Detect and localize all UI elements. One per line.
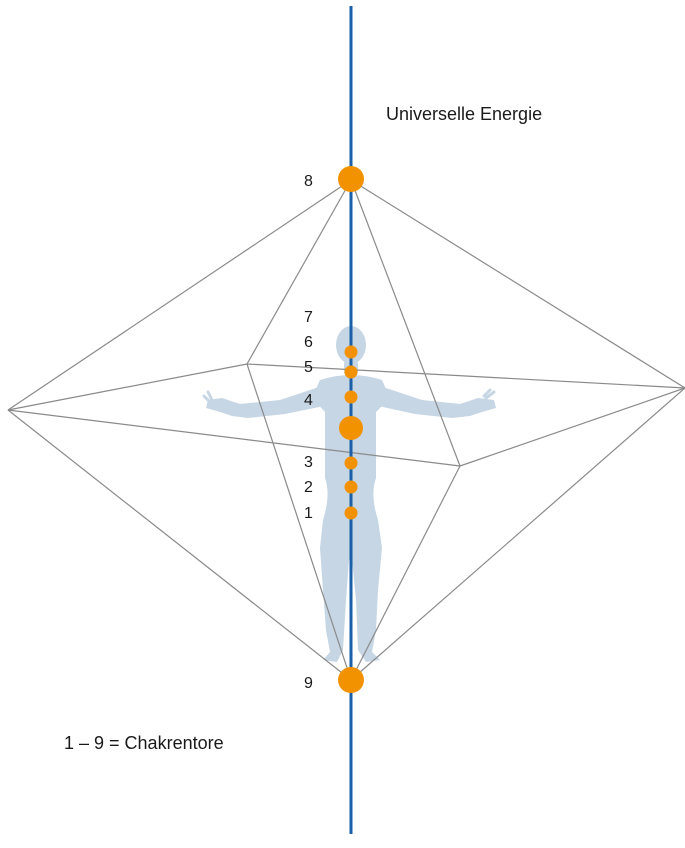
chakra-label-7: 7: [304, 309, 313, 326]
chakra-label-3: 3: [304, 454, 313, 471]
octahedron-edge: [7, 409, 352, 681]
octahedron-edge: [7, 409, 461, 467]
chakra-dot-3: [344, 456, 358, 470]
octahedron-edge: [246, 179, 352, 365]
chakra-label-8: 8: [304, 173, 313, 190]
chakra-label-6: 6: [304, 334, 313, 351]
chakra-dot-7: [344, 345, 358, 359]
octahedron-outline: [7, 179, 685, 681]
octahedron-edge: [350, 179, 685, 389]
chakra-dot-1: [344, 506, 358, 520]
chakra-label-4: 4: [304, 392, 313, 409]
octahedron-edge: [7, 363, 248, 411]
octahedron-edge: [350, 387, 685, 681]
diagram-title: Universelle Energie: [386, 104, 542, 124]
chakra-dot-6: [344, 365, 358, 379]
chakra-dot-5: [344, 390, 358, 404]
chakra-label-9: 9: [304, 675, 313, 692]
chakra-label-2: 2: [304, 479, 313, 496]
chakra-label-1: 1: [304, 505, 313, 522]
chakra-dot-9: [338, 667, 364, 693]
chakra-dot-2: [344, 480, 358, 494]
chakra-legend: 1 – 9 = Chakrentore: [64, 733, 224, 753]
octahedron-edge: [350, 465, 461, 681]
octahedron-edge: [246, 363, 352, 681]
chakra-dot-8: [338, 166, 364, 192]
chakra-points: 1 2 3 4 5 6 7 8 9: [304, 166, 364, 693]
octahedron-edge: [459, 387, 685, 467]
chakra-dot-4: [339, 416, 363, 440]
octahedron-edge: [246, 363, 685, 389]
chakra-label-5: 5: [304, 359, 313, 376]
octahedron-edge: [7, 179, 352, 411]
octahedron-edge: [350, 179, 461, 467]
